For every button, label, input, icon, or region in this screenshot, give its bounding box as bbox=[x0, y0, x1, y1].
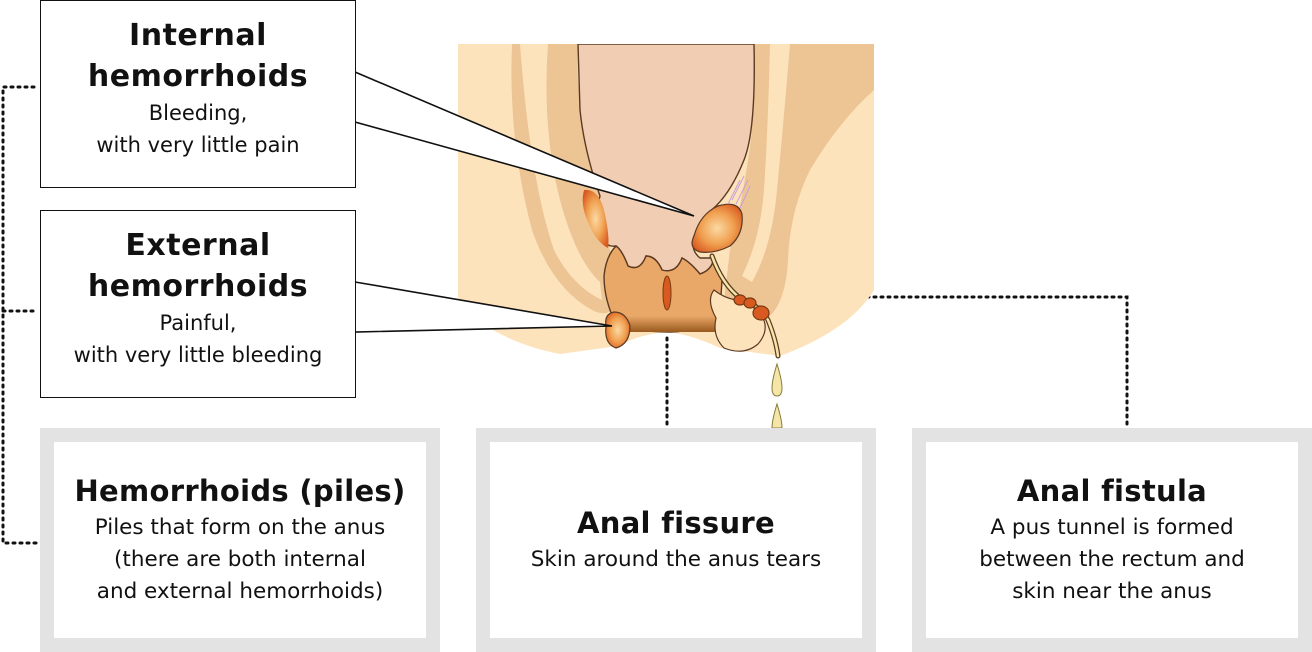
callout-external-hemorrhoids: External hemorrhoids Painful, with very … bbox=[40, 210, 356, 398]
connector-hemorrhoids bbox=[1, 85, 38, 545]
condition-panel-hemorrhoids: Hemorrhoids (piles) Piles that form on t… bbox=[40, 428, 440, 652]
fistula-abscess bbox=[733, 294, 770, 321]
callout-internal-hemorrhoids: Internal hemorrhoids Bleeding, with very… bbox=[40, 0, 356, 188]
condition-title: Hemorrhoids (piles) bbox=[74, 474, 406, 508]
condition-panel-anal-fissure: Anal fissure Skin around the anus tears bbox=[476, 428, 876, 652]
callout-title: Internal hemorrhoids bbox=[87, 18, 309, 94]
skin-inner-left bbox=[520, 44, 602, 300]
pus-drops bbox=[771, 362, 783, 429]
callout-title: External hemorrhoids bbox=[87, 228, 309, 304]
fissure bbox=[662, 275, 672, 311]
condition-description: Piles that form on the anus (there are b… bbox=[94, 515, 386, 604]
external-hemorrhoid bbox=[605, 311, 631, 349]
callout-description: Bleeding, with very little pain bbox=[96, 101, 300, 157]
vessel-hatching bbox=[727, 175, 751, 209]
callout-description: Painful, with very little bleeding bbox=[73, 311, 323, 367]
condition-title: Anal fistula bbox=[1016, 474, 1208, 508]
condition-description: Skin around the anus tears bbox=[530, 547, 822, 572]
condition-panel-anal-fistula: Anal fistula A pus tunnel is formed betw… bbox=[912, 428, 1312, 652]
connector-fistula bbox=[795, 295, 1129, 430]
condition-title: Anal fissure bbox=[577, 506, 775, 540]
skin-inner-right bbox=[742, 44, 790, 282]
anus-cross-section bbox=[458, 44, 874, 359]
connector-lines bbox=[1, 85, 1129, 545]
internal-hemorrhoid bbox=[691, 203, 743, 253]
internal-hemorrhoid-left bbox=[582, 189, 609, 248]
pus-drop bbox=[771, 362, 783, 397]
condition-description: A pus tunnel is formed between the rectu… bbox=[979, 515, 1245, 604]
pus-drop bbox=[771, 402, 783, 429]
anal-opening bbox=[618, 316, 718, 332]
